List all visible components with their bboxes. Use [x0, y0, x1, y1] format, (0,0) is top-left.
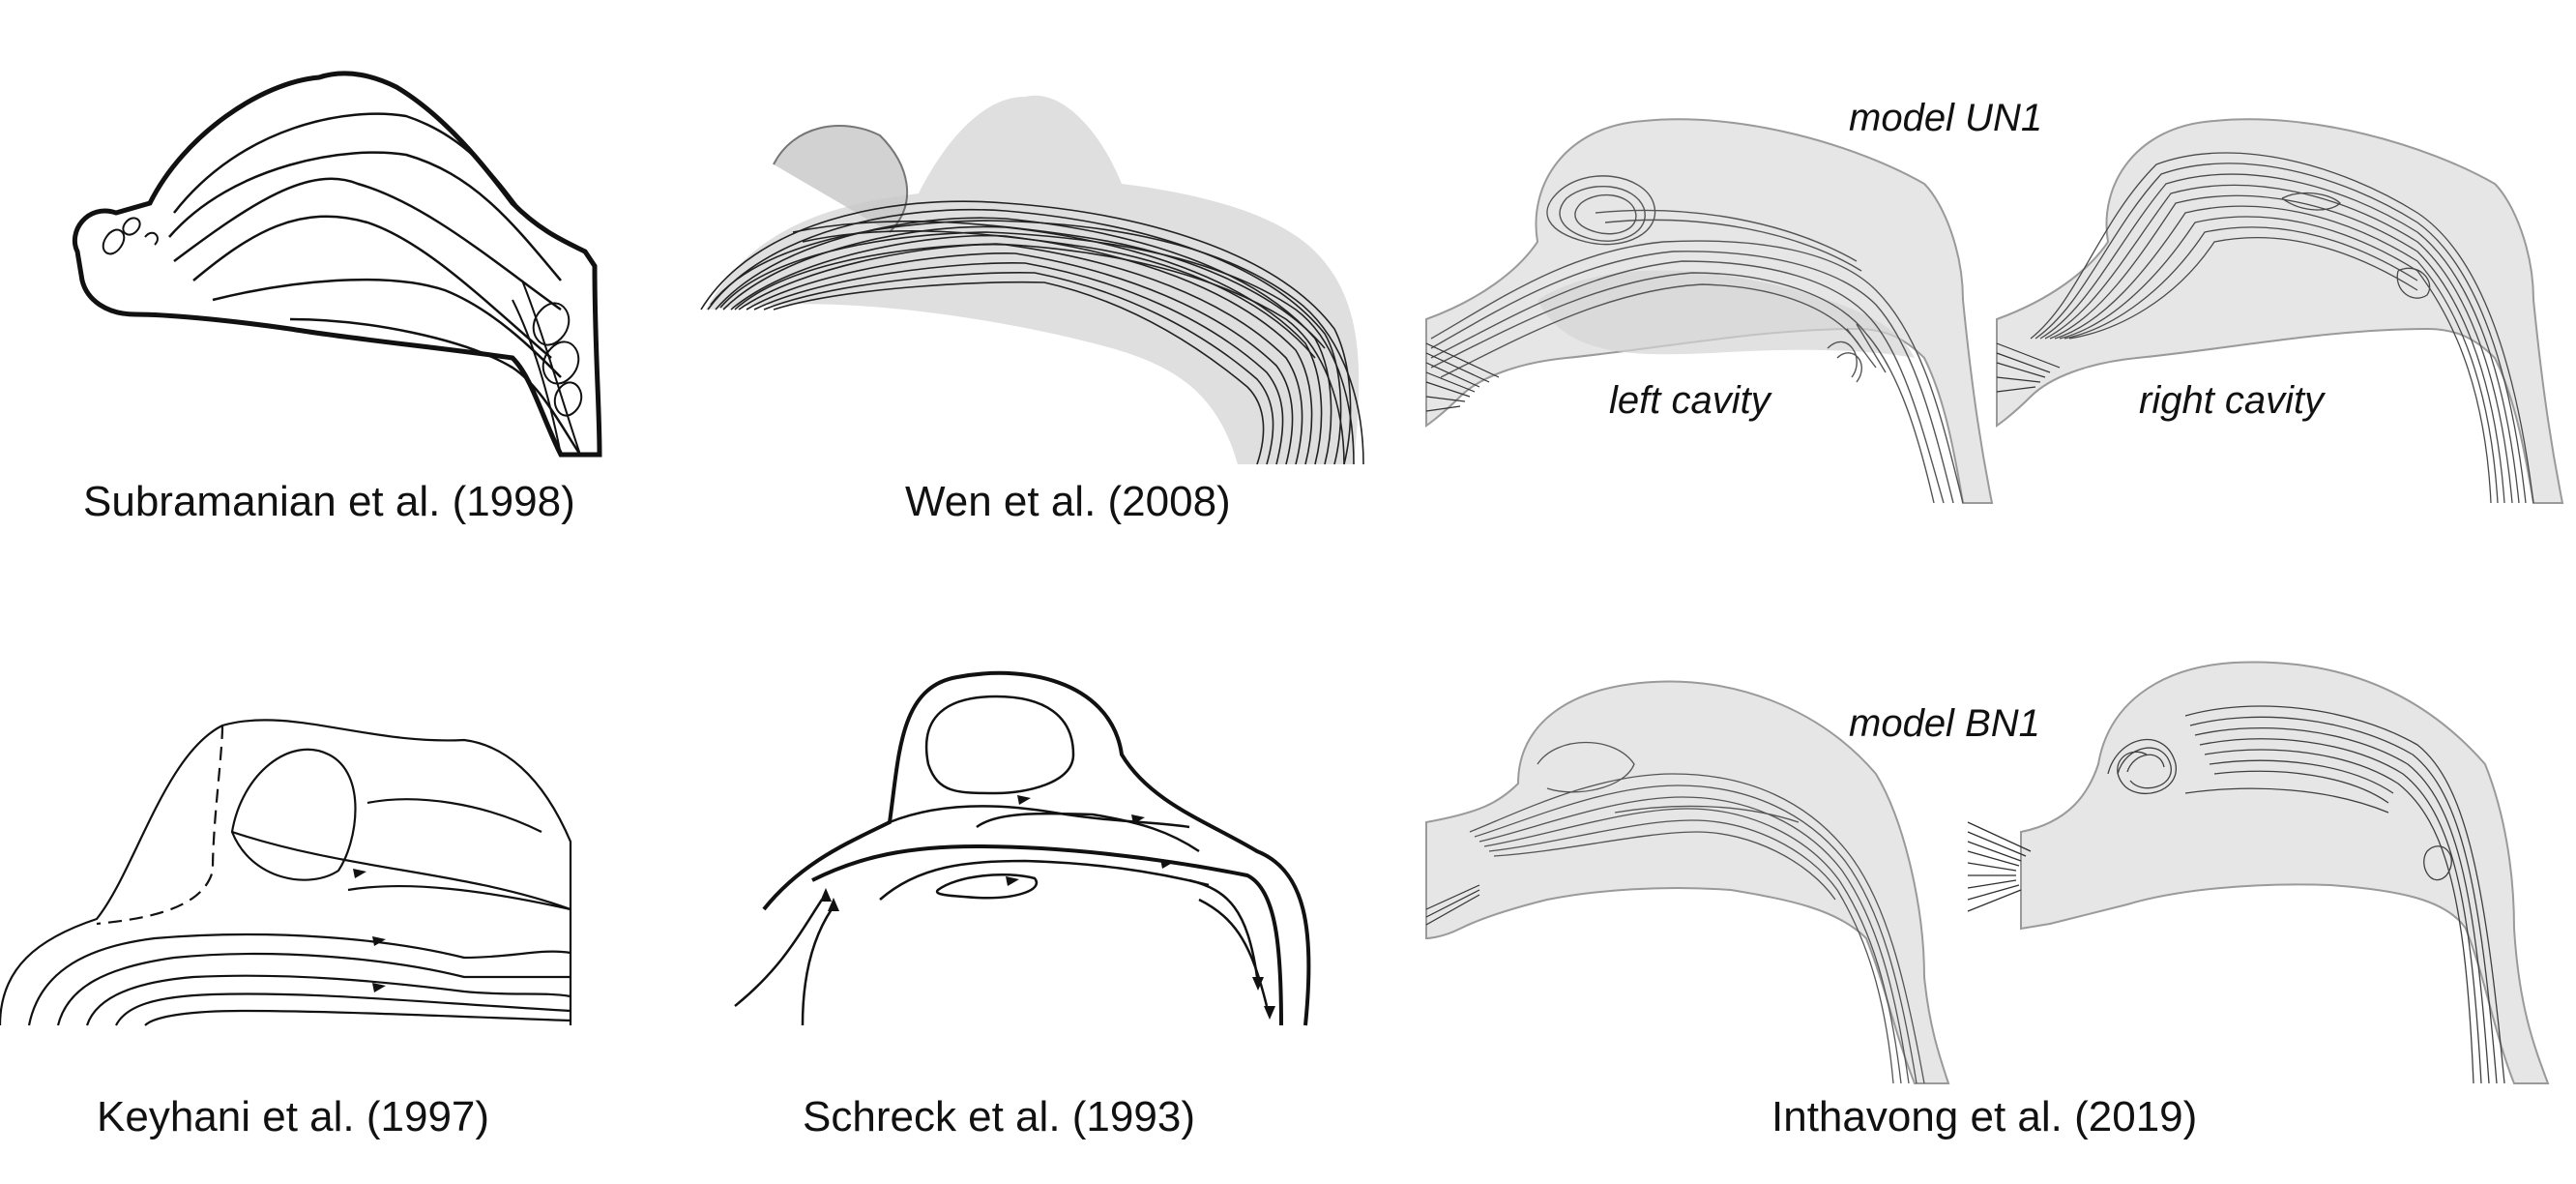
label-left-cavity: left cavity [1609, 379, 1771, 422]
subramanian-diagram [58, 58, 638, 464]
caption-keyhani: Keyhani et al. (1997) [97, 1093, 490, 1140]
label-right-cavity: right cavity [2139, 379, 2325, 422]
caption-subramanian: Subramanian et al. (1998) [83, 478, 575, 525]
keyhani-diagram [0, 696, 600, 1026]
caption-inthavong: Inthavong et al. (2019) [1771, 1093, 2198, 1140]
bn1-left-cavity-streamlines [1421, 667, 1963, 1084]
wen-diagram [696, 77, 1373, 465]
un1-right-cavity-streamlines [1992, 106, 2572, 513]
bn1-right-cavity-streamlines [1963, 658, 2572, 1084]
schreck-diagram [706, 658, 1344, 1026]
label-model-un1: model UN1 [1849, 97, 2043, 139]
caption-schreck: Schreck et al. (1993) [803, 1093, 1195, 1140]
label-model-bn1: model BN1 [1849, 702, 2040, 745]
caption-wen: Wen et al. (2008) [905, 478, 1231, 525]
un1-left-cavity-streamlines [1421, 106, 2002, 513]
